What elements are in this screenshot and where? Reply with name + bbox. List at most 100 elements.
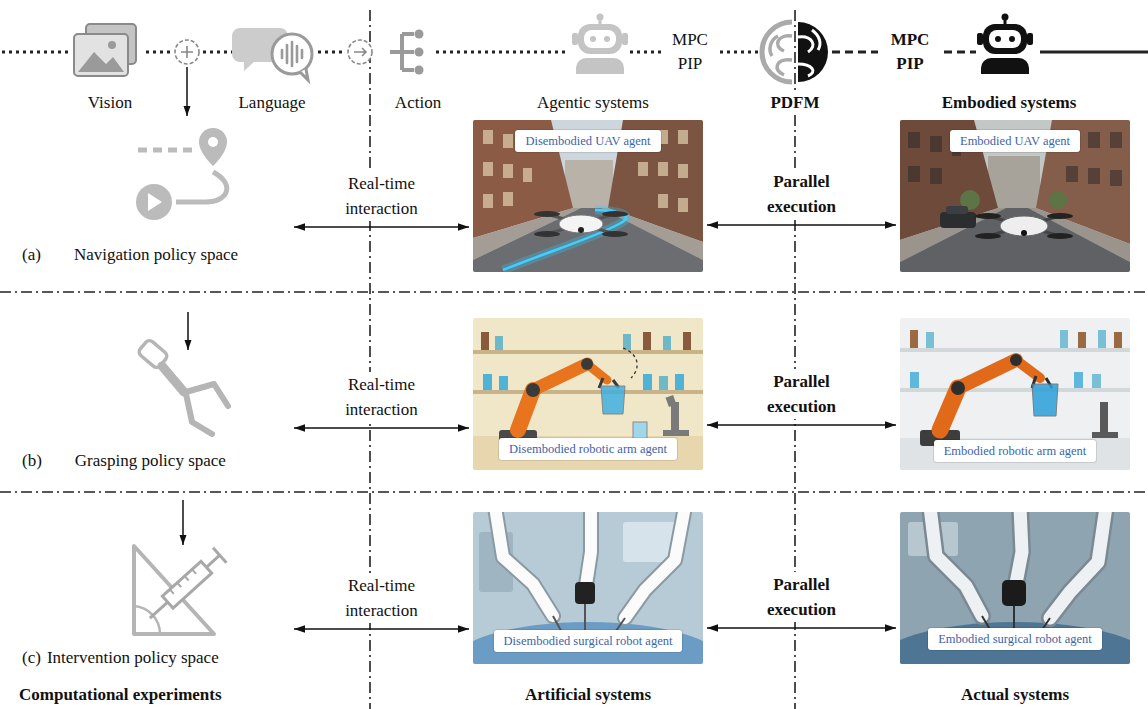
- intervention-icon: [134, 500, 226, 634]
- uav-photo: [908, 132, 920, 148]
- robot-arm-illustration: [623, 348, 637, 378]
- agent-robot-icon: [590, 36, 596, 42]
- surgical-illustration: [473, 512, 703, 664]
- uav-illustration: [503, 210, 626, 270]
- label-anchor: Actual systems: [958, 684, 1072, 706]
- uav-photo: [930, 136, 942, 152]
- action-icon: [354, 48, 366, 56]
- agent-scene: Disembodied UAV agent: [473, 120, 703, 272]
- robot-arm-illustration: [473, 390, 703, 394]
- uav-illustration: [678, 164, 688, 178]
- surgical-photo: [930, 512, 982, 616]
- agent-robot-icon: [604, 36, 610, 42]
- uav-photo: [946, 206, 968, 214]
- robot-arm-photo: [900, 348, 1130, 352]
- uav-illustration: [473, 120, 703, 272]
- robot-arm-illustration: [495, 336, 503, 350]
- fusion-symbol: [175, 40, 199, 64]
- label-anchor: Embodied systems: [939, 92, 1080, 114]
- language-icon: [232, 28, 312, 80]
- action-icon: [415, 66, 424, 75]
- agent-robot-icon: [584, 30, 616, 48]
- robot-arm-illustration: [483, 374, 492, 390]
- surgical-illustration: [495, 512, 553, 616]
- vision-icon: [74, 24, 136, 76]
- agent-label: Embodied UAV agent: [950, 130, 1080, 152]
- surgical-photo: [1050, 512, 1106, 618]
- robot-arm-photo: [910, 330, 1122, 388]
- agent-robot-icon: [572, 14, 628, 75]
- robot-arm-illustration: [671, 402, 679, 432]
- intervention-icon: [134, 606, 160, 634]
- embodied-robot-icon: [977, 14, 1033, 75]
- uav-photo: [1110, 170, 1122, 186]
- agent-robot-icon: [622, 33, 628, 45]
- stage-label: Vision: [85, 92, 135, 114]
- robot-arm-photo: [900, 318, 1130, 470]
- robot-arm-illustration: [473, 350, 703, 354]
- language-icon: [272, 34, 312, 74]
- uav-photo: [1066, 166, 1078, 182]
- embodied-robot-icon: [995, 36, 1001, 42]
- fusion-symbol: [175, 40, 199, 116]
- edge-label-anchor: Real-time interaction: [326, 573, 438, 623]
- grasping-icon: [186, 394, 212, 434]
- uav-illustration: [578, 227, 584, 233]
- surgical-photo: [875, 507, 1148, 706]
- foundation-model-icon: [762, 22, 828, 82]
- grasping-icon: [187, 312, 189, 350]
- robot-arm-photo: [1032, 384, 1058, 416]
- navigation-icon: [138, 148, 192, 153]
- foundation-model-icon: [770, 36, 792, 75]
- robot-arm-illustration: [481, 332, 691, 390]
- uav-photo: [1047, 213, 1073, 219]
- surgical-photo: [930, 512, 1106, 618]
- embodied-robot-icon: [981, 58, 1029, 74]
- embodied-robot-icon: [989, 30, 1021, 48]
- agent-scene: Embodied UAV agent: [900, 120, 1130, 272]
- double-arrow: [707, 627, 896, 629]
- uav-illustration: [473, 120, 703, 272]
- robot-arm-illustration: [643, 332, 651, 350]
- fusion-symbol: [181, 46, 193, 58]
- edge-label: Real-time interaction: [326, 573, 438, 623]
- foundation-model-icon: [762, 22, 792, 82]
- label-anchor: Agentic systems: [534, 92, 652, 114]
- action-icon: [415, 48, 424, 57]
- foundation-model-icon: [798, 30, 820, 76]
- uav-illustration: [473, 208, 703, 272]
- uav-illustration: [503, 134, 513, 148]
- stage-label: Embodied systems: [939, 92, 1080, 114]
- panel-letter: (b): [22, 451, 42, 471]
- double-arrow: [294, 628, 469, 630]
- uav-illustration: [523, 168, 532, 182]
- action-icon: [348, 40, 372, 64]
- surgical-illustration: [495, 512, 685, 618]
- uav-illustration: [547, 214, 615, 234]
- policy-space: (c)Intervention policy space: [15, 498, 290, 668]
- robot-arm-illustration: [473, 436, 703, 470]
- uav-illustration: [534, 231, 560, 237]
- uav-illustration: [473, 120, 703, 272]
- uav-photo: [900, 208, 1130, 272]
- uav-illustration: [503, 210, 626, 270]
- uav-photo: [940, 212, 976, 228]
- robot-arm-photo: [1074, 372, 1083, 388]
- edge-label-anchor: Parallel execution: [746, 169, 858, 219]
- label-anchor: PDFM: [767, 92, 822, 114]
- stage-label: MPC PIP: [888, 28, 933, 76]
- uav-photo: [1021, 230, 1027, 236]
- uav-photo: [975, 213, 1001, 219]
- label-anchor: Language: [235, 92, 308, 114]
- edge-label-anchor: Parallel execution: [746, 369, 858, 419]
- robot-arm-photo: [1100, 402, 1108, 434]
- agent-robot-icon: [572, 33, 578, 45]
- uav-illustration: [503, 192, 513, 206]
- dash-dot-divider: [0, 491, 1148, 493]
- robot-arm-illustration: [623, 334, 631, 350]
- fusion-symbol: [186, 67, 188, 116]
- navigation-icon: [136, 62, 227, 220]
- agent-robot-icon: [597, 14, 604, 21]
- intervention-icon: [143, 548, 226, 626]
